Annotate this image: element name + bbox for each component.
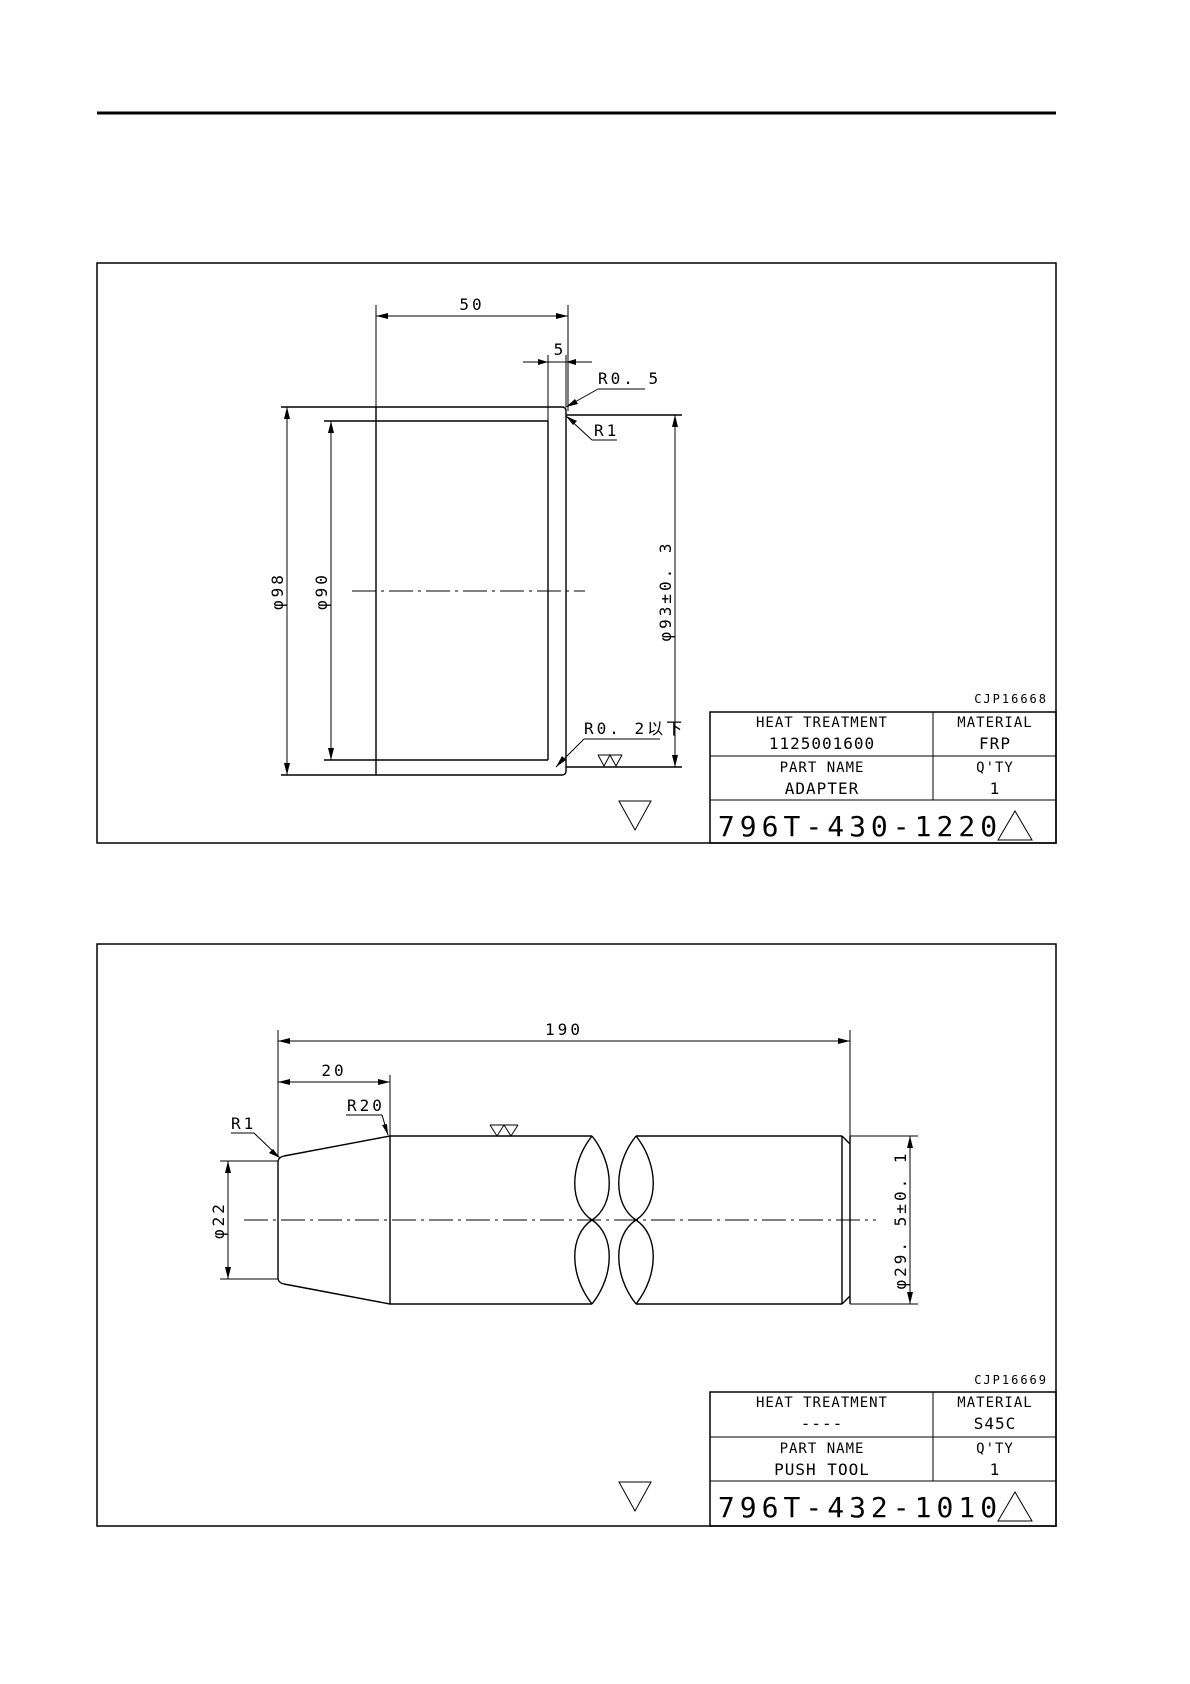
leader-r-top: R0. 5 [566, 369, 661, 407]
dim-length: 50 [376, 295, 568, 411]
qty-label: Q'TY [976, 760, 1014, 776]
surface-finish-symbol [490, 1125, 518, 1136]
r-tip-label: R1 [231, 1114, 256, 1133]
title-block: HEAT TREATMENT ---- MATERIAL S45C PART N… [710, 1392, 1056, 1526]
material-label: MATERIAL [957, 1395, 1032, 1411]
dim-id-label: φ90 [312, 572, 331, 610]
leader-r-inner: R1 [566, 416, 619, 440]
dim-body-dia-label: φ29. 5±0. 1 [891, 1151, 910, 1290]
dim-id: φ90 [312, 421, 334, 760]
surface-finish-symbol [598, 755, 622, 766]
part-name-value: ADAPTER [785, 779, 859, 798]
drawing-adapter: 50 5 R0. 5 R1 [97, 263, 1056, 843]
qty-label: Q'TY [976, 1441, 1014, 1457]
drawing-push-tool: 190 20 R1 R20 [97, 944, 1056, 1526]
part-name-label: PART NAME [780, 1441, 865, 1457]
general-surface-symbol [619, 1482, 651, 1511]
dim-fit: φ93±0. 3 [656, 415, 678, 767]
material-value: S45C [974, 1414, 1017, 1433]
revision-triangle [998, 811, 1032, 840]
heat-treatment-value: ---- [801, 1414, 844, 1433]
push-tool-outline [244, 1136, 876, 1304]
part-number: 796T-432-1010 [718, 1491, 1002, 1524]
r-bottom-label: R0. 2以下 [584, 719, 685, 738]
drawing-code: CJP16668 [974, 692, 1048, 706]
dim-taper-length-label: 20 [321, 1061, 346, 1080]
part-name-label: PART NAME [780, 760, 865, 776]
dim-tip-dia-label: φ22 [209, 1201, 228, 1239]
dim-body-dia: φ29. 5±0. 1 [850, 1136, 918, 1304]
drawing-code: CJP16669 [974, 1373, 1048, 1387]
r-taper-label: R20 [347, 1096, 385, 1115]
dim-step: 5 [523, 340, 592, 421]
heat-treatment-value: 1125001600 [769, 734, 875, 753]
r-top-label: R0. 5 [598, 369, 661, 388]
leader-r-tip: R1 [231, 1114, 280, 1158]
revision-triangle [998, 1492, 1032, 1521]
dim-length-label: 190 [545, 1020, 583, 1039]
qty-value: 1 [990, 1460, 1001, 1479]
general-surface-symbol [619, 801, 651, 830]
title-block: HEAT TREATMENT 1125001600 MATERIAL FRP P… [710, 712, 1056, 843]
leader-r-taper: R20 [346, 1096, 388, 1135]
r-inner-label: R1 [594, 421, 619, 440]
dim-od-label: φ98 [268, 572, 287, 610]
leader-r-bottom: R0. 2以下 [556, 719, 685, 767]
dim-fit-label: φ93±0. 3 [656, 540, 675, 641]
dim-od: φ98 [268, 407, 290, 775]
qty-value: 1 [990, 779, 1001, 798]
part-name-value: PUSH TOOL [774, 1460, 870, 1479]
heat-treatment-label: HEAT TREATMENT [756, 715, 888, 731]
part-number: 796T-430-1220 [718, 810, 1002, 843]
material-label: MATERIAL [957, 715, 1032, 731]
heat-treatment-label: HEAT TREATMENT [756, 1395, 888, 1411]
dim-length-label: 50 [459, 295, 484, 314]
dim-step-label: 5 [554, 340, 567, 359]
material-value: FRP [979, 734, 1011, 753]
